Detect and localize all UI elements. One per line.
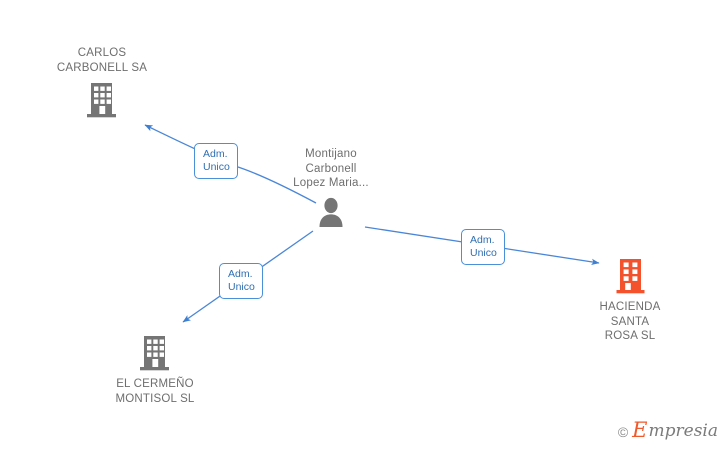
copyright-symbol: © xyxy=(617,423,629,440)
node-label-carlos-carbonell-sa: CARLOS CARBONELL SA xyxy=(56,47,148,74)
node-el-cermeno-montisol-sl[interactable]: EL CERMEÑO MONTISOL SL xyxy=(96,334,214,406)
node-carlos-carbonell-sa[interactable]: CARLOS CARBONELL SA xyxy=(43,46,161,119)
building-icon xyxy=(87,83,116,118)
person-icon xyxy=(319,197,343,227)
node-label-el-cermeno-montisol-sl: EL CERMEÑO MONTISOL SL xyxy=(115,378,195,405)
brand-initial: E xyxy=(632,418,648,442)
edge-badge-adm-unico-hacienda-santa-rosa[interactable]: Adm. Unico xyxy=(461,229,505,265)
node-montijano-carbonell-lopez-maria[interactable]: Montijano Carbonell Lopez Maria... xyxy=(251,147,411,227)
edge-badge-adm-unico-carlos-carbonell[interactable]: Adm. Unico xyxy=(194,143,238,179)
edge-badge-adm-unico-el-cermeno[interactable]: Adm. Unico xyxy=(219,263,263,299)
node-label-person: Montijano Carbonell Lopez Maria... xyxy=(293,148,369,189)
empresia-watermark: © E mpresia xyxy=(617,418,719,442)
node-label-hacienda-santa-rosa-sl: HACIENDA SANTA ROSA SL xyxy=(599,301,661,342)
building-icon xyxy=(616,259,644,294)
brand-name: mpresia xyxy=(648,421,719,441)
building-icon xyxy=(140,336,169,371)
node-hacienda-santa-rosa-sl[interactable]: HACIENDA SANTA ROSA SL xyxy=(571,257,689,344)
